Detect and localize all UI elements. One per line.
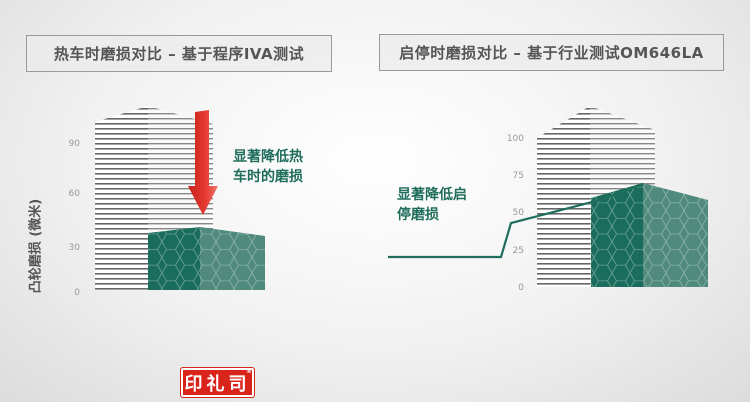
left-chart-title: 热车时磨损对比 – 基于程序IVA测试 [26,35,332,72]
y-tick: 0 [74,288,80,298]
left-y-ticks: 90 60 30 0 [69,139,81,298]
down-arrow-icon [188,110,218,215]
note-line: 显著降低热 [233,149,303,165]
y-tick: 60 [69,189,81,199]
y-axis-label: 凸轮磨损 (微米) [28,198,44,294]
right-improved-bar [591,183,708,287]
y-tick: 25 [513,246,524,256]
y-tick: 100 [507,134,524,144]
logo-text: 印礼司 [184,373,251,395]
note-line: 车时的磨损 [233,169,303,185]
brand-logo: 印礼司 ® [181,368,254,397]
right-y-ticks: 100 75 50 25 0 [507,134,524,293]
y-tick: 50 [513,208,525,218]
y-tick: 90 [69,139,81,149]
note-line: 显著降低启 [397,187,467,203]
note-line: 停磨损 [397,207,439,223]
y-tick: 0 [518,283,524,293]
trend-line [388,182,644,259]
left-note: 显著降低热 车时的磨损 [233,147,303,187]
registered-mark: ® [246,368,252,375]
y-tick: 30 [69,243,81,253]
left-improved-bar [148,227,265,290]
right-chart-title: 启停时磨损对比 – 基于行业测试OM646LA [379,34,724,71]
y-tick: 75 [513,171,524,181]
right-note: 显著降低启 停磨损 [397,185,467,225]
